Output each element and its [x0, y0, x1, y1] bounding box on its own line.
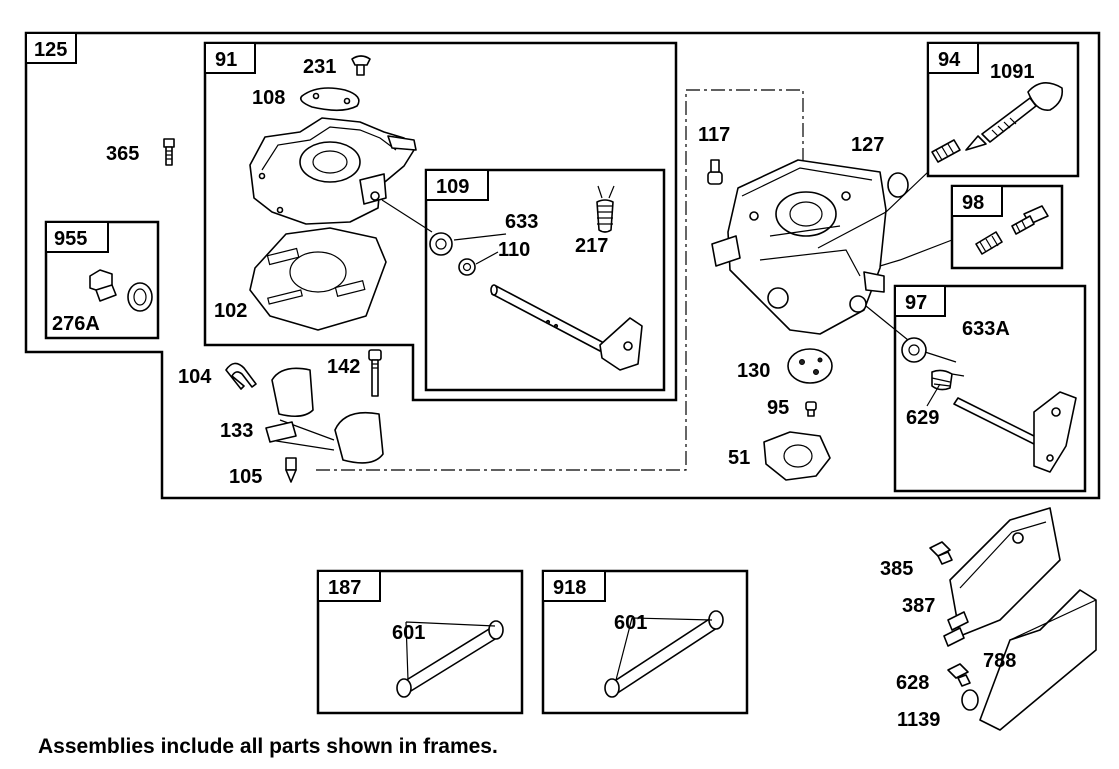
screw-365-icon — [163, 138, 175, 166]
label-1091: 1091 — [990, 61, 1035, 83]
label-133: 133 — [220, 420, 253, 442]
frame-187-tag — [317, 570, 381, 602]
label-276A: 276A — [52, 313, 100, 335]
frame-94-outline — [926, 41, 1080, 178]
frame-94-label: 94 — [938, 49, 961, 71]
needle-105-icon — [285, 457, 297, 483]
label-217: 217 — [575, 235, 608, 257]
frame-98-outline — [950, 184, 1064, 270]
pin-142-icon — [368, 349, 382, 397]
frame-109-label: 109 — [436, 176, 469, 198]
frame-955-label: 955 — [54, 228, 87, 250]
screw-117-icon — [707, 159, 723, 185]
frame-918-outline — [541, 569, 749, 715]
throttle-shaft-icon — [490, 284, 643, 371]
frame-109-outline — [424, 168, 666, 392]
choke-shaft-icon — [953, 391, 1077, 473]
needle-1091-icon — [965, 82, 1064, 151]
frame-98-label: 98 — [962, 192, 984, 214]
label-788: 788 — [983, 650, 1016, 672]
gasket-51-icon — [763, 431, 831, 481]
float-133-icon — [265, 367, 384, 464]
label-108: 108 — [252, 87, 285, 109]
label-105: 105 — [229, 466, 262, 488]
label-633: 633 — [505, 211, 538, 233]
frame-955-tag — [45, 221, 109, 253]
screw-98-icon — [1011, 205, 1049, 235]
frame-91-tag — [204, 42, 256, 74]
screw-628-icon — [947, 663, 971, 687]
label-387: 387 — [902, 595, 935, 617]
label-601-b: 601 — [614, 612, 647, 634]
footer-note: Assemblies include all parts shown in fr… — [38, 735, 498, 758]
frame-125-outline — [24, 31, 1101, 500]
frame-187-outline — [316, 569, 524, 715]
fuel-line-187-icon — [396, 620, 504, 698]
washer-1139-icon — [961, 689, 979, 711]
frame-109-tag — [425, 169, 489, 201]
frame-125-label: 125 — [34, 39, 67, 61]
gasket-102-icon — [249, 227, 387, 331]
frame-94-tag — [927, 42, 979, 74]
bushing-633A-icon — [901, 337, 927, 363]
plate-130-icon — [787, 348, 833, 384]
label-385: 385 — [880, 558, 913, 580]
label-95: 95 — [767, 397, 789, 419]
frame-125-tag — [25, 32, 77, 64]
frame-97-label: 97 — [905, 292, 927, 314]
frame-918-label: 918 — [553, 577, 586, 599]
label-110: 110 — [498, 239, 530, 261]
bushing-633-icon — [429, 232, 453, 256]
label-231: 231 — [303, 56, 336, 78]
label-127: 127 — [851, 134, 884, 156]
spring-98-icon — [975, 231, 1003, 255]
label-365: 365 — [106, 143, 139, 165]
washer-110-icon — [458, 258, 476, 276]
label-104: 104 — [178, 366, 212, 388]
frame-97-tag — [894, 285, 946, 317]
dashed-connector-main — [316, 89, 804, 471]
label-601-a: 601 — [392, 622, 425, 644]
label-102: 102 — [214, 300, 247, 322]
frame-918-tag — [542, 570, 606, 602]
frame-98-tag — [951, 185, 1003, 217]
label-628: 628 — [896, 672, 929, 694]
frame-91-outline — [203, 41, 678, 402]
screw-385-icon — [929, 541, 953, 565]
frame-91-label: 91 — [215, 49, 237, 71]
clip-104-icon — [225, 362, 257, 390]
fuel-pump-387-icon — [943, 507, 1061, 647]
carburetor-cover-icon — [249, 117, 417, 225]
carburetor-body-icon — [711, 159, 887, 335]
screw-231-icon — [351, 55, 371, 76]
label-51: 51 — [728, 447, 750, 469]
spring-217-icon — [596, 185, 615, 233]
bracket-788-icon — [979, 589, 1097, 731]
fuel-line-918-icon — [604, 610, 724, 698]
gasket-108-icon — [299, 87, 360, 112]
label-130: 130 — [737, 360, 770, 382]
label-633A: 633A — [962, 318, 1010, 340]
plug-276A-icon — [89, 269, 153, 312]
label-117: 117 — [698, 124, 730, 146]
label-1139: 1139 — [897, 709, 940, 731]
frame-187-label: 187 — [328, 577, 361, 599]
oring-127-icon — [887, 172, 909, 198]
label-629: 629 — [906, 407, 939, 429]
screw-95-icon — [805, 401, 817, 417]
spring-94-icon — [931, 139, 961, 163]
frame-97-outline — [893, 284, 1087, 493]
spring-629-icon — [931, 369, 965, 391]
label-142: 142 — [327, 356, 360, 378]
